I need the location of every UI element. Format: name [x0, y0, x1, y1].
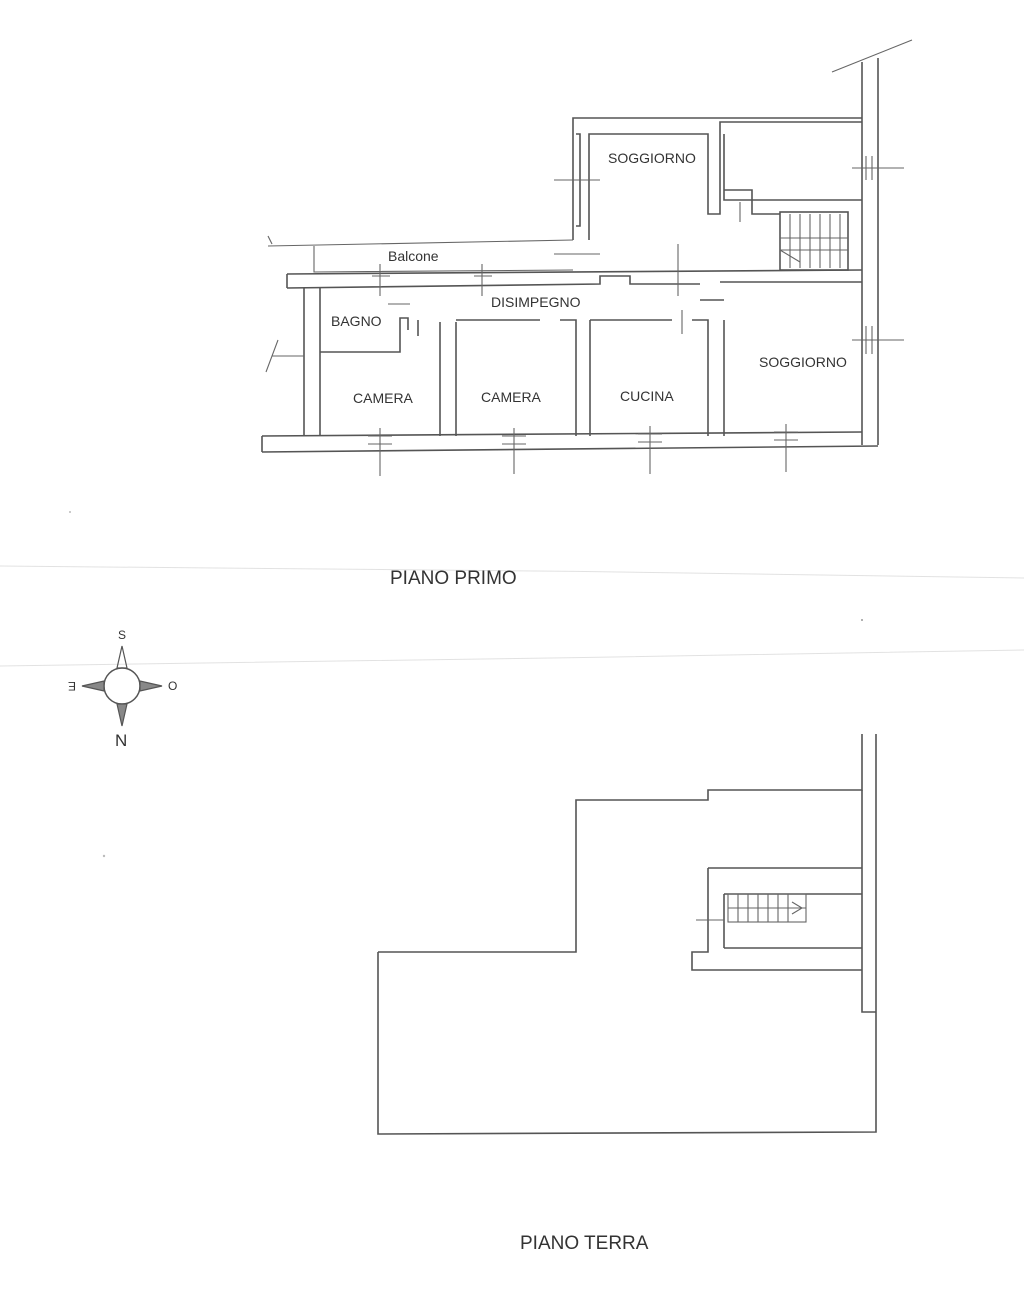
- room-label-camera-2: CAMERA: [481, 389, 542, 405]
- room-label-balcone: Balcone: [388, 248, 439, 264]
- compass-rose: S E O N: [68, 628, 177, 750]
- floor-title-piano-terra: PIANO TERRA: [520, 1233, 649, 1254]
- compass-arrow-west: [139, 680, 163, 692]
- ground-floor-plan: PIANO TERRA: [377, 734, 877, 1254]
- balcony-outer-line: [267, 239, 574, 247]
- compass-arrow-north: [116, 703, 128, 727]
- paper-fold-line: [0, 565, 1024, 579]
- room-label-disimpegno: DISIMPEGNO: [491, 294, 581, 310]
- window-marks: [368, 156, 904, 476]
- room-label-soggiorno-top: SOGGIORNO: [608, 150, 696, 166]
- compass-arrow-east: [81, 680, 105, 692]
- stair-treads-lower: [696, 894, 806, 922]
- first-floor-plan: SOGGIORNO Balcone DISIMPEGNO BAGNO CAMER…: [261, 39, 913, 589]
- compass-arrow-south: [116, 645, 128, 669]
- room-label-bagno: BAGNO: [331, 313, 382, 329]
- room-label-soggiorno-right: SOGGIORNO: [759, 354, 847, 370]
- paper-fold-line: [0, 649, 1024, 667]
- compass-label-west: O: [168, 679, 177, 693]
- floor-title-piano-primo: PIANO PRIMO: [390, 568, 517, 589]
- compass-label-north: N: [115, 731, 127, 750]
- stair-treads: [780, 214, 848, 268]
- room-label-cucina: CUCINA: [620, 388, 674, 404]
- property-boundary-line: [831, 39, 913, 73]
- compass-label-east: E: [68, 679, 76, 693]
- compass-label-south: S: [118, 628, 126, 642]
- room-label-camera-1: CAMERA: [353, 390, 414, 406]
- compass-circle: [103, 667, 141, 705]
